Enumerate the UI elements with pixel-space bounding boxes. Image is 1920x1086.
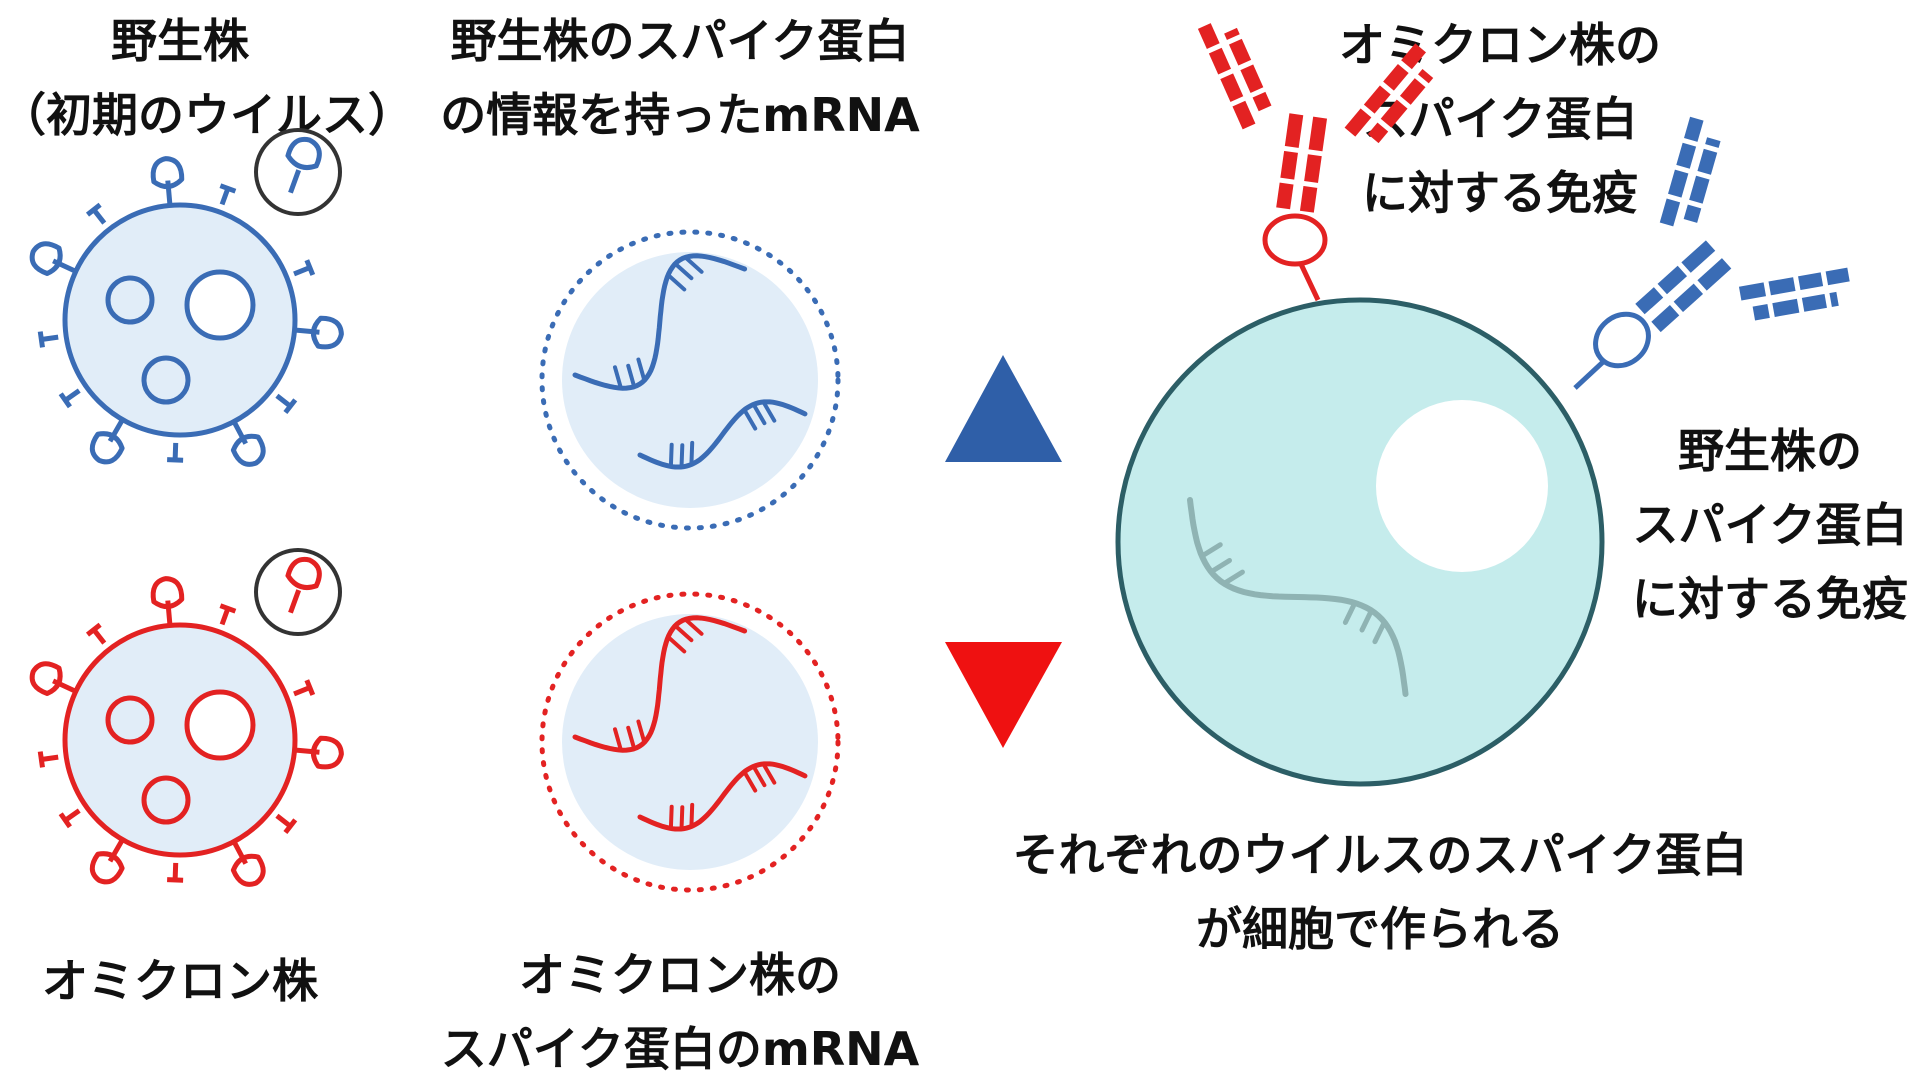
spike-protein-icon <box>294 735 344 770</box>
spike-stub-icon <box>275 393 298 415</box>
triangle-up-icon <box>945 355 1062 462</box>
spike-stub-icon <box>167 442 184 463</box>
label-line: スパイク蛋白のmRNA <box>440 1022 920 1076</box>
cell <box>1115 297 1605 787</box>
cell-spike-wild <box>1573 311 1651 390</box>
wild-virus <box>29 128 344 467</box>
spike-stub-icon <box>58 808 81 829</box>
cell-mrna-strand <box>1187 497 1409 698</box>
mrna-strand <box>637 399 808 470</box>
triangle-down-icon <box>945 642 1062 748</box>
label-line: オミクロン株の <box>519 948 841 1002</box>
highlighted-spike-icon <box>254 128 342 216</box>
spike-protein-icon <box>29 241 77 277</box>
antibody-blue-icon <box>1635 116 1850 333</box>
spike-stub-icon <box>85 202 107 225</box>
label-wild-immunity: 野生株の スパイク蛋白 に対する免疫 <box>1620 414 1920 636</box>
spike-stub-icon <box>37 751 59 768</box>
spike-stub-icon <box>219 183 237 206</box>
omicron-mrna-particle <box>539 591 841 893</box>
spike-protein-icon <box>230 840 266 887</box>
spike-stub-icon <box>37 331 59 348</box>
mrna-strand <box>572 615 748 753</box>
omicron-virus <box>29 548 344 887</box>
spike-stub-icon <box>167 862 184 883</box>
spike-stub-icon <box>85 622 107 645</box>
spike-stub-icon <box>58 388 81 409</box>
spike-protein-icon <box>89 418 125 465</box>
highlighted-spike-icon <box>254 548 342 636</box>
label-line: オミクロン株の <box>1339 18 1661 72</box>
label-line: 野生株のスパイク蛋白 <box>450 14 910 68</box>
label-wild-mrna: 野生株のスパイク蛋白 の情報を持ったmRNA <box>410 4 950 152</box>
label-omicron-immunity: オミクロン株の スパイク蛋白 に対する免疫 <box>1290 8 1710 230</box>
spike-protein-icon <box>150 576 185 626</box>
mrna-strand <box>637 761 808 832</box>
label-line: オミクロン株 <box>42 954 318 1008</box>
spike-stub-icon <box>275 813 298 835</box>
spike-stub-icon <box>293 679 316 697</box>
label-line: （初期のウイルス） <box>0 88 414 142</box>
label-line: に対する免疫 <box>1632 572 1908 626</box>
label-line: 野生株の <box>1678 424 1862 478</box>
spike-protein-icon <box>230 420 266 467</box>
spike-stub-icon <box>293 259 316 277</box>
label-line: スパイク蛋白 <box>1632 498 1908 552</box>
cell-spike-omicron <box>1262 213 1328 302</box>
label-line: それぞれのウイルスのスパイク蛋白 <box>1012 828 1748 882</box>
label-line: の情報を持ったmRNA <box>440 88 920 142</box>
label-line: が細胞で作られる <box>1196 902 1564 956</box>
spike-protein-icon <box>89 838 125 885</box>
label-cell-caption: それぞれのウイルスのスパイク蛋白 が細胞で作られる <box>960 818 1800 966</box>
mrna-strand <box>572 253 748 391</box>
label-line: に対する免疫 <box>1362 166 1638 220</box>
wild-mrna-particle <box>539 229 841 531</box>
spike-protein-icon <box>150 156 185 206</box>
label-wild-virus: 野生株 （初期のウイルス） <box>0 4 414 152</box>
label-line: 野生株 <box>111 14 249 68</box>
spike-protein-icon <box>294 315 344 350</box>
spike-stub-icon <box>219 603 237 626</box>
label-omicron-mrna: オミクロン株の スパイク蛋白のmRNA <box>410 938 950 1086</box>
label-omicron-virus: オミクロン株 <box>0 944 360 1018</box>
antibody-red-icon <box>1197 23 1434 213</box>
spike-protein-icon <box>29 661 77 697</box>
